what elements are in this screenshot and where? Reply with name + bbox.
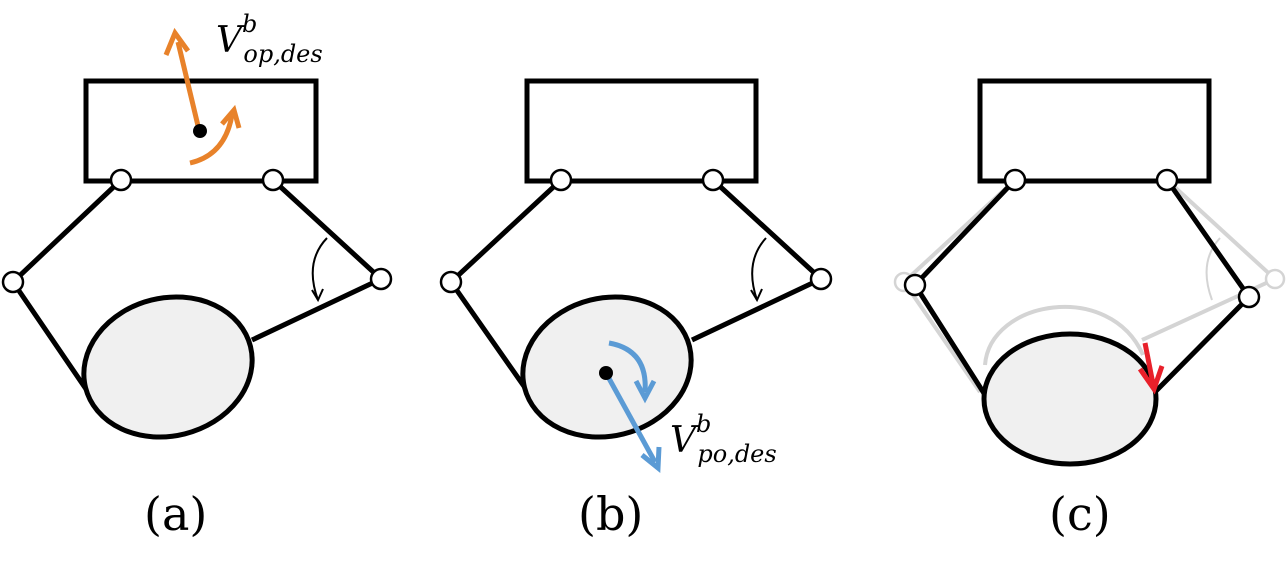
velocity-arrow-rotation (189, 114, 235, 166)
mid-joint-left (1, 270, 25, 294)
right-finger-links (690, 178, 826, 343)
slip-arrow-shaft (1142, 342, 1156, 385)
panel-label-c: (c) (1049, 487, 1111, 541)
base-joint-right (261, 168, 285, 192)
joint-angle-arrowhead (750, 288, 763, 303)
mid-joint-left (903, 273, 927, 297)
mid-joint-right (369, 267, 393, 291)
velocity-arrowhead-linear (640, 446, 662, 474)
velocity-arrowhead-rotation (220, 104, 242, 129)
base-joint-left (549, 168, 573, 192)
panel-label-a: (a) (144, 487, 207, 541)
velocity-arrow-linear (603, 371, 658, 464)
slip-arrowhead (1137, 365, 1165, 395)
panel-c: (c) (893, 78, 1286, 541)
ghost-joint-angle-arc (1205, 237, 1221, 301)
grasped-object (81, 294, 255, 440)
object-center-dot (599, 366, 613, 380)
base-joint-right (701, 168, 725, 192)
base-joint-left (109, 168, 133, 192)
ghost-mid-joint-right (1264, 268, 1286, 290)
palm-block (977, 78, 1212, 184)
joint-angle-arc (311, 237, 328, 301)
velocity-arrow-linear (175, 41, 202, 131)
velocity-arrow-rotation (608, 340, 648, 393)
base-joint-right (1155, 168, 1179, 192)
panel-label-b: (b) (578, 487, 643, 541)
joint-angle-arc (751, 237, 767, 301)
ghost-object-outline (983, 305, 1145, 366)
right-finger-links (250, 178, 386, 343)
joint-angle-arrowhead (311, 288, 324, 303)
palm-block (524, 78, 759, 184)
grasped-object (981, 331, 1159, 467)
mid-joint-left (439, 270, 463, 294)
base-joint-left (1003, 168, 1027, 192)
mid-joint-right (1237, 285, 1261, 309)
mid-joint-right (809, 267, 833, 291)
velocity-arrowhead-linear (163, 27, 191, 56)
velocity-arrowhead-rotation (633, 379, 657, 404)
palm-center-dot (193, 124, 207, 138)
